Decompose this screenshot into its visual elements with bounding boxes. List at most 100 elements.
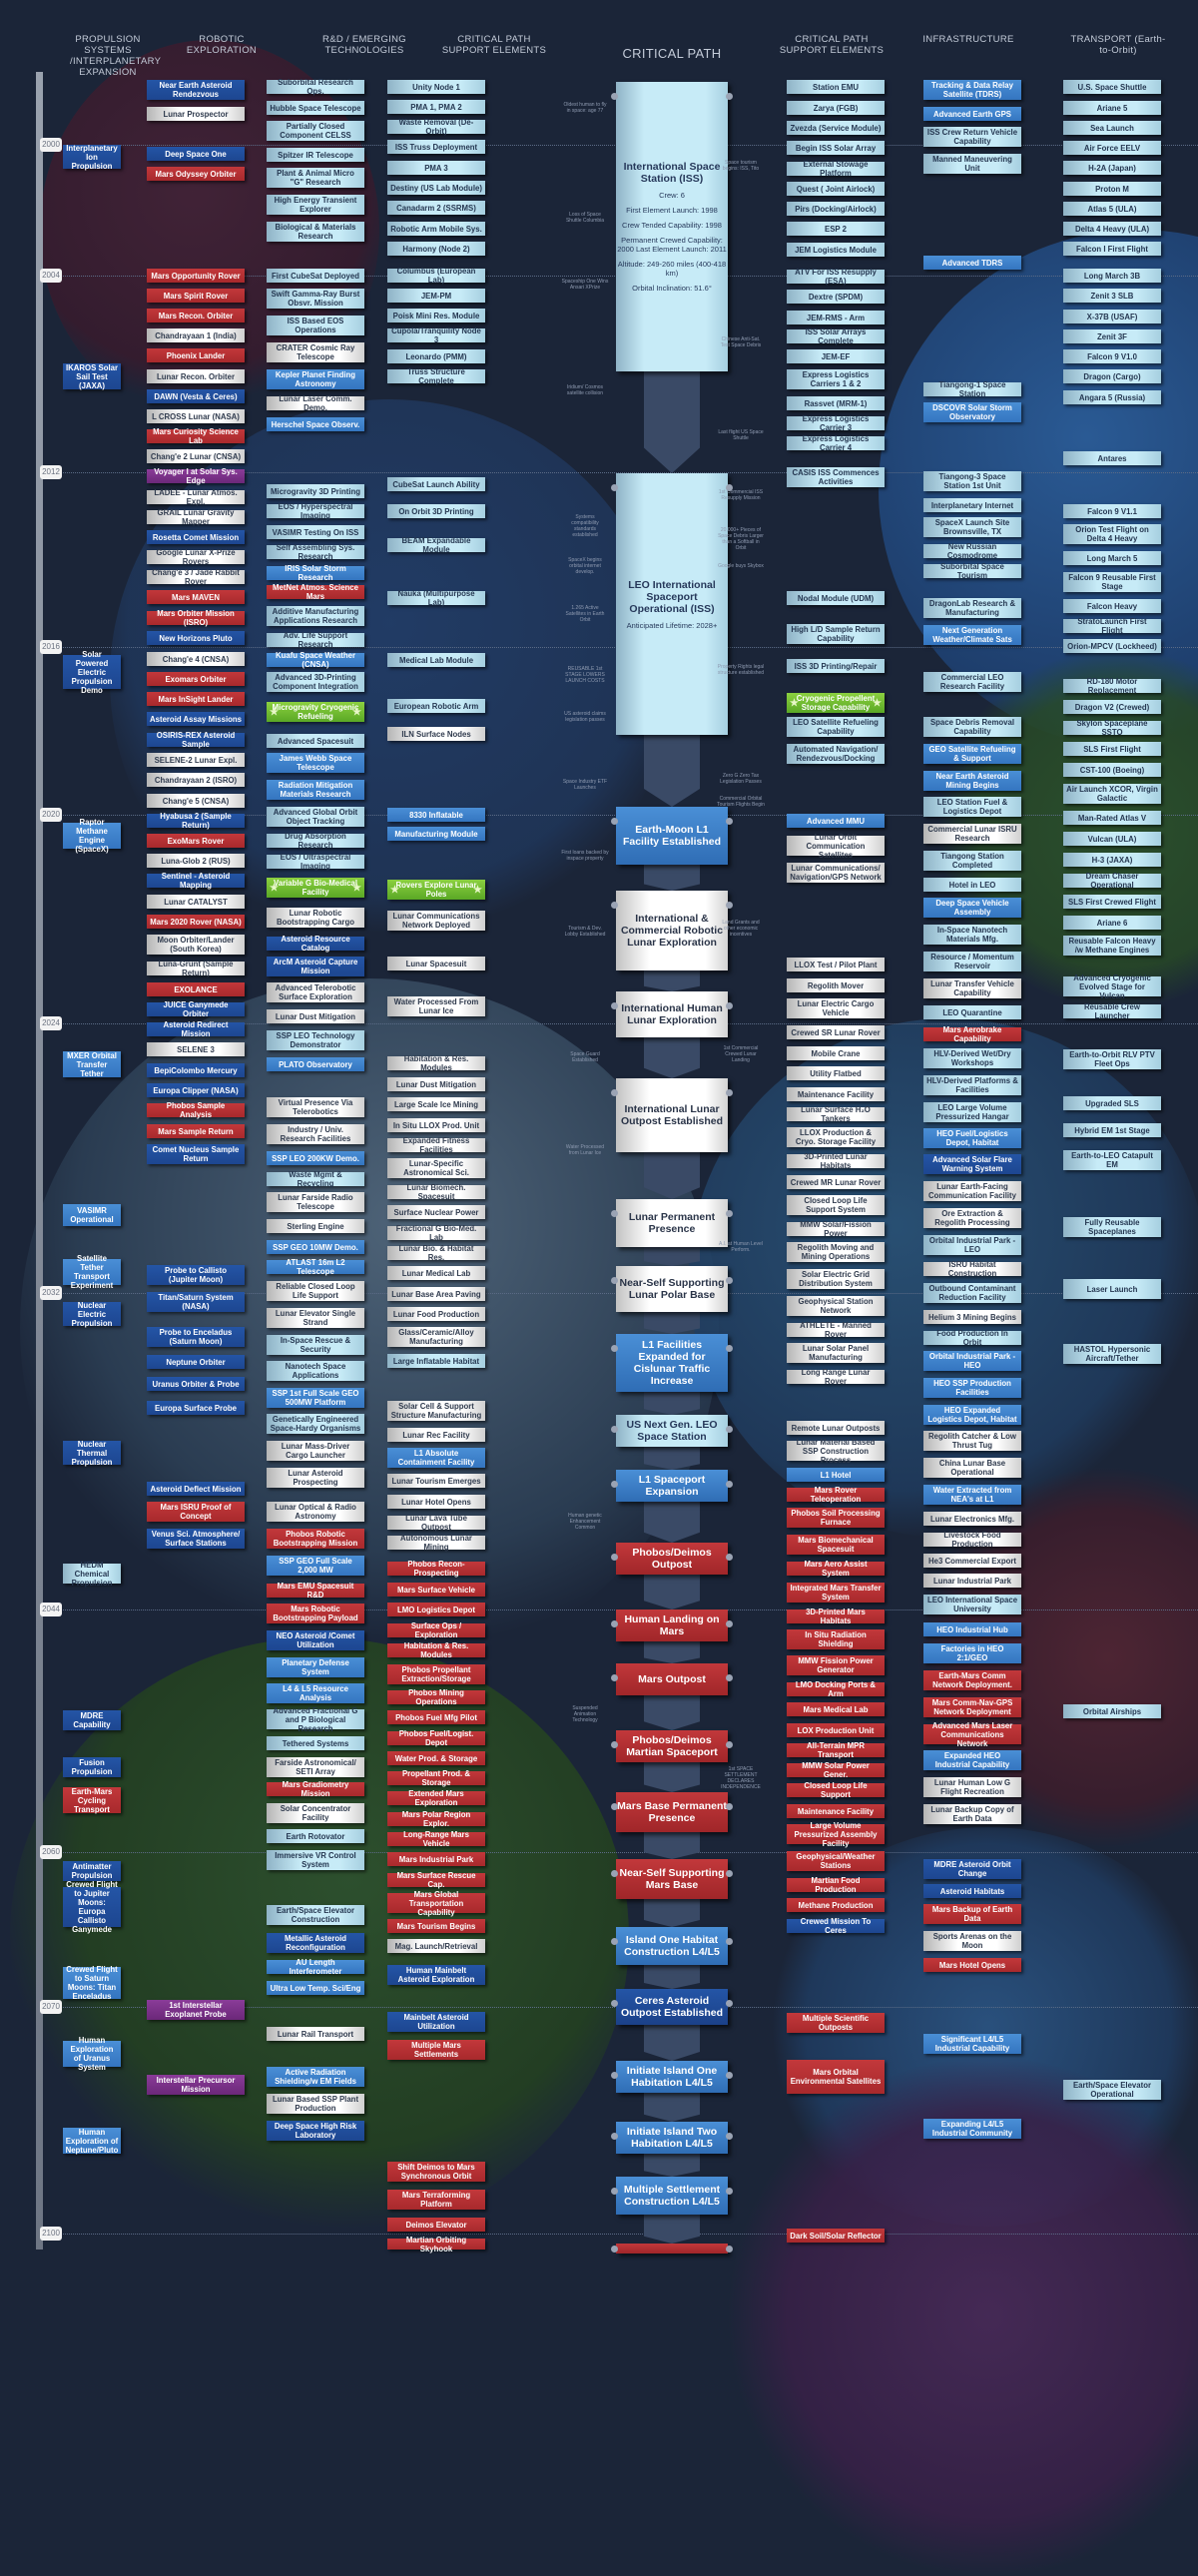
critical-path-milestone[interactable]: Near-Self Supporting Lunar Polar Base: [616, 1266, 728, 1312]
milestone-box-rnd[interactable]: Phobos Robotic Bootstrapping Mission: [267, 1529, 364, 1549]
milestone-box-rnd[interactable]: Ultra Low Temp. Sci/Eng: [267, 1981, 364, 1995]
milestone-box-infrastructure[interactable]: In-Space Nanotech Materials Mfg.: [923, 925, 1021, 945]
milestone-box-cpse_left[interactable]: Multiple Mars Settlements: [387, 2040, 485, 2060]
milestone-box-transport[interactable]: Laser Launch: [1063, 1279, 1161, 1299]
milestone-box-robotic[interactable]: Mars Sample Return: [147, 1124, 245, 1138]
milestone-box-cpse_right[interactable]: Lunar Communications/ Navigation/GPS Net…: [787, 863, 885, 883]
milestone-box-rnd[interactable]: First CubeSat Deployed: [267, 269, 364, 283]
milestone-box-infrastructure[interactable]: Suborbital Space Tourism: [923, 562, 1021, 580]
milestone-box-robotic[interactable]: Mars 2020 Rover (NASA): [147, 915, 245, 929]
milestone-box-infrastructure[interactable]: Regolith Catcher & Low Thrust Tug: [923, 1431, 1021, 1451]
milestone-box-robotic[interactable]: Phoenix Lander: [147, 348, 245, 362]
milestone-box-transport[interactable]: Long March 5: [1063, 551, 1161, 565]
milestone-box-transport[interactable]: Dragon (Cargo): [1063, 369, 1161, 383]
milestone-box-robotic[interactable]: Mars Spirit Rover: [147, 289, 245, 303]
milestone-box-infrastructure[interactable]: Factories in HEO 2:1/GEO: [923, 1643, 1021, 1663]
milestone-box-robotic[interactable]: Mars Odyssey Orbiter: [147, 167, 245, 181]
milestone-box-transport[interactable]: Ariane 6: [1063, 916, 1161, 930]
critical-path-milestone[interactable]: Initiate Island Two Habitation L4/L5: [616, 2122, 728, 2154]
milestone-box-transport[interactable]: SLS First Crewed Flight: [1063, 895, 1161, 909]
critical-path-milestone[interactable]: L1 Facilities Expanded for Cislunar Traf…: [616, 1334, 728, 1392]
milestone-box-infrastructure[interactable]: Interplanetary Internet: [923, 498, 1021, 512]
milestone-box-robotic[interactable]: Titan/Saturn System (NASA): [147, 1292, 245, 1312]
milestone-box-cpse_right[interactable]: Mars Biomechanical Spacesuit: [787, 1535, 885, 1555]
milestone-box-robotic[interactable]: Mars ISRU Proof of Concept: [147, 1502, 245, 1522]
milestone-box-robotic[interactable]: Voyager I at Solar Sys. Edge: [147, 467, 245, 485]
milestone-box-cpse_left[interactable]: Phobos Mining Operations: [387, 1688, 485, 1706]
milestone-box-cpse_right[interactable]: Quest ( Joint Airlock): [787, 182, 885, 196]
milestone-box-infrastructure[interactable]: Asteroid Habitats: [923, 1884, 1021, 1898]
milestone-box-cpse_right[interactable]: ESP 2: [787, 222, 885, 236]
milestone-box-infrastructure[interactable]: LEO Quarantine: [923, 1005, 1021, 1019]
milestone-box-rnd[interactable]: Mars Gradiometry Mission: [267, 1780, 364, 1798]
milestone-box-rnd[interactable]: Lunar Optical & Radio Astronomy: [267, 1502, 364, 1522]
milestone-box-cpse_right[interactable]: Lunar Surface H₂O Tankers: [787, 1105, 885, 1123]
milestone-box-transport[interactable]: HASTOL Hypersonic Aircraft/Tether: [1063, 1344, 1161, 1364]
milestone-box-infrastructure[interactable]: Earth-Mars Comm Network Deployment.: [923, 1670, 1021, 1690]
milestone-box-propulsion[interactable]: Raptor Methane Engine (SpaceX): [63, 818, 121, 854]
critical-path-milestone[interactable]: Multiple Settlement Construction L4/L5: [616, 2177, 728, 2215]
milestone-box-infrastructure[interactable]: Significant L4/L5 Industrial Capability: [923, 2034, 1021, 2054]
milestone-box-infrastructure[interactable]: Tiangong-1 Space Station: [923, 380, 1021, 398]
milestone-box-rnd[interactable]: IRIS Solar Storm Research: [267, 564, 364, 582]
milestone-box-rnd[interactable]: Advanced Fractional G and P Biological R…: [267, 1706, 364, 1733]
milestone-box-rnd[interactable]: SSP LEO Technology Demonstrator: [267, 1030, 364, 1050]
milestone-box-cpse_left[interactable]: Lunar Bio. & Habitat Res.: [387, 1244, 485, 1262]
milestone-box-rnd[interactable]: Reliable Closed Loop Life Support: [267, 1281, 364, 1301]
milestone-box-transport[interactable]: Angara 5 (Russia): [1063, 390, 1161, 404]
milestone-box-robotic[interactable]: Europa Surface Probe: [147, 1401, 245, 1415]
critical-path-milestone[interactable]: Lunar Permanent Presence: [616, 1199, 728, 1247]
milestone-box-rnd[interactable]: Suborbital Research Ops.: [267, 78, 364, 96]
milestone-box-cpse_left[interactable]: ★★Rovers Explore Lunar Poles: [387, 880, 485, 900]
milestone-box-rnd[interactable]: Lunar Elevator Single Strand: [267, 1308, 364, 1328]
milestone-box-infrastructure[interactable]: Deep Space Vehicle Assembly: [923, 898, 1021, 918]
milestone-box-infrastructure[interactable]: Lunar Electronics Mfg.: [923, 1512, 1021, 1526]
milestone-box-transport[interactable]: Falcon I First Flight: [1063, 242, 1161, 256]
milestone-box-cpse_right[interactable]: High L/D Sample Return Capability: [787, 624, 885, 644]
milestone-box-rnd[interactable]: Additive Manufacturing Applications Rese…: [267, 606, 364, 626]
milestone-box-infrastructure[interactable]: New Russian Cosmodrome: [923, 542, 1021, 560]
milestone-box-transport[interactable]: Falcon 9 V1.1: [1063, 504, 1161, 518]
milestone-box-robotic[interactable]: Mars InSight Lander: [147, 692, 245, 706]
milestone-box-cpse_left[interactable]: CubeSat Launch Ability: [387, 477, 485, 491]
milestone-box-infrastructure[interactable]: HEO SSP Production Facilities: [923, 1378, 1021, 1398]
milestone-box-robotic[interactable]: SELENE 3: [147, 1042, 245, 1056]
milestone-box-cpse_right[interactable]: MMW Solar/Fission Power: [787, 1220, 885, 1238]
milestone-box-robotic[interactable]: Uranus Orbiter & Probe: [147, 1377, 245, 1391]
milestone-box-cpse_right[interactable]: Geophysical Station Network: [787, 1296, 885, 1316]
milestone-box-infrastructure[interactable]: Expanded HEO Industrial Capability: [923, 1750, 1021, 1770]
milestone-box-cpse_right[interactable]: Pirs (Docking/Airlock): [787, 202, 885, 216]
milestone-box-cpse_right[interactable]: Closed Loop Life Support: [787, 1781, 885, 1799]
critical-path-milestone[interactable]: L1 Spaceport Expansion: [616, 1470, 728, 1502]
milestone-box-cpse_left[interactable]: Water Processed From Lunar Ice: [387, 996, 485, 1016]
milestone-box-infrastructure[interactable]: Near Earth Asteroid Mining Begins: [923, 771, 1021, 791]
milestone-box-cpse_left[interactable]: Lunar Biomech. Spacesuit: [387, 1183, 485, 1201]
milestone-box-infrastructure[interactable]: HLV-Derived Platforms & Facilities: [923, 1075, 1021, 1095]
milestone-box-transport[interactable]: H-2A (Japan): [1063, 161, 1161, 175]
milestone-box-cpse_right[interactable]: Dextre (SPDM): [787, 290, 885, 304]
milestone-box-robotic[interactable]: Rosetta Comet Mission: [147, 530, 245, 544]
milestone-box-cpse_right[interactable]: Long Range Lunar Rover: [787, 1368, 885, 1386]
milestone-box-rnd[interactable]: CRATER Cosmic Ray Telescope: [267, 342, 364, 362]
milestone-box-cpse_right[interactable]: CASIS ISS Commences Activities: [787, 467, 885, 487]
milestone-box-rnd[interactable]: Lunar Rail Transport: [267, 2027, 364, 2041]
milestone-box-cpse_right[interactable]: Crewed SR Lunar Rover: [787, 1025, 885, 1039]
milestone-box-cpse_right[interactable]: MMW Fission Power Generator: [787, 1655, 885, 1675]
milestone-box-cpse_right[interactable]: 3D-Printed Mars Habitats: [787, 1608, 885, 1625]
milestone-box-rnd[interactable]: Advanced 3D-Printing Component Integrati…: [267, 672, 364, 692]
milestone-box-infrastructure[interactable]: Commercial LEO Research Facility: [923, 672, 1021, 692]
milestone-box-rnd[interactable]: SSP GEO Full Scale 2,000 MW: [267, 1556, 364, 1576]
milestone-box-transport[interactable]: Proton M: [1063, 182, 1161, 196]
milestone-box-rnd[interactable]: Lunar Farside Radio Telescope: [267, 1192, 364, 1212]
milestone-box-cpse_left[interactable]: PMA 3: [387, 161, 485, 175]
milestone-box-cpse_left[interactable]: On Orbit 3D Printing: [387, 504, 485, 518]
milestone-box-robotic[interactable]: GRAIL Lunar Gravity Mapper: [147, 508, 245, 526]
milestone-box-cpse_right[interactable]: ISS 3D Printing/Repair: [787, 659, 885, 673]
milestone-box-rnd[interactable]: Lunar Laser Comm. Demo.: [267, 394, 364, 412]
milestone-box-transport[interactable]: Orbital Airships: [1063, 1704, 1161, 1718]
milestone-box-cpse_left[interactable]: Lunar Spacesuit: [387, 957, 485, 970]
milestone-box-cpse_left[interactable]: Mars Surface Vehicle: [387, 1583, 485, 1597]
milestone-box-robotic[interactable]: L CROSS Lunar (NASA): [147, 409, 245, 423]
milestone-box-rnd[interactable]: James Webb Space Telescope: [267, 753, 364, 773]
critical-path-milestone[interactable]: Mars Outpost: [616, 1663, 728, 1695]
